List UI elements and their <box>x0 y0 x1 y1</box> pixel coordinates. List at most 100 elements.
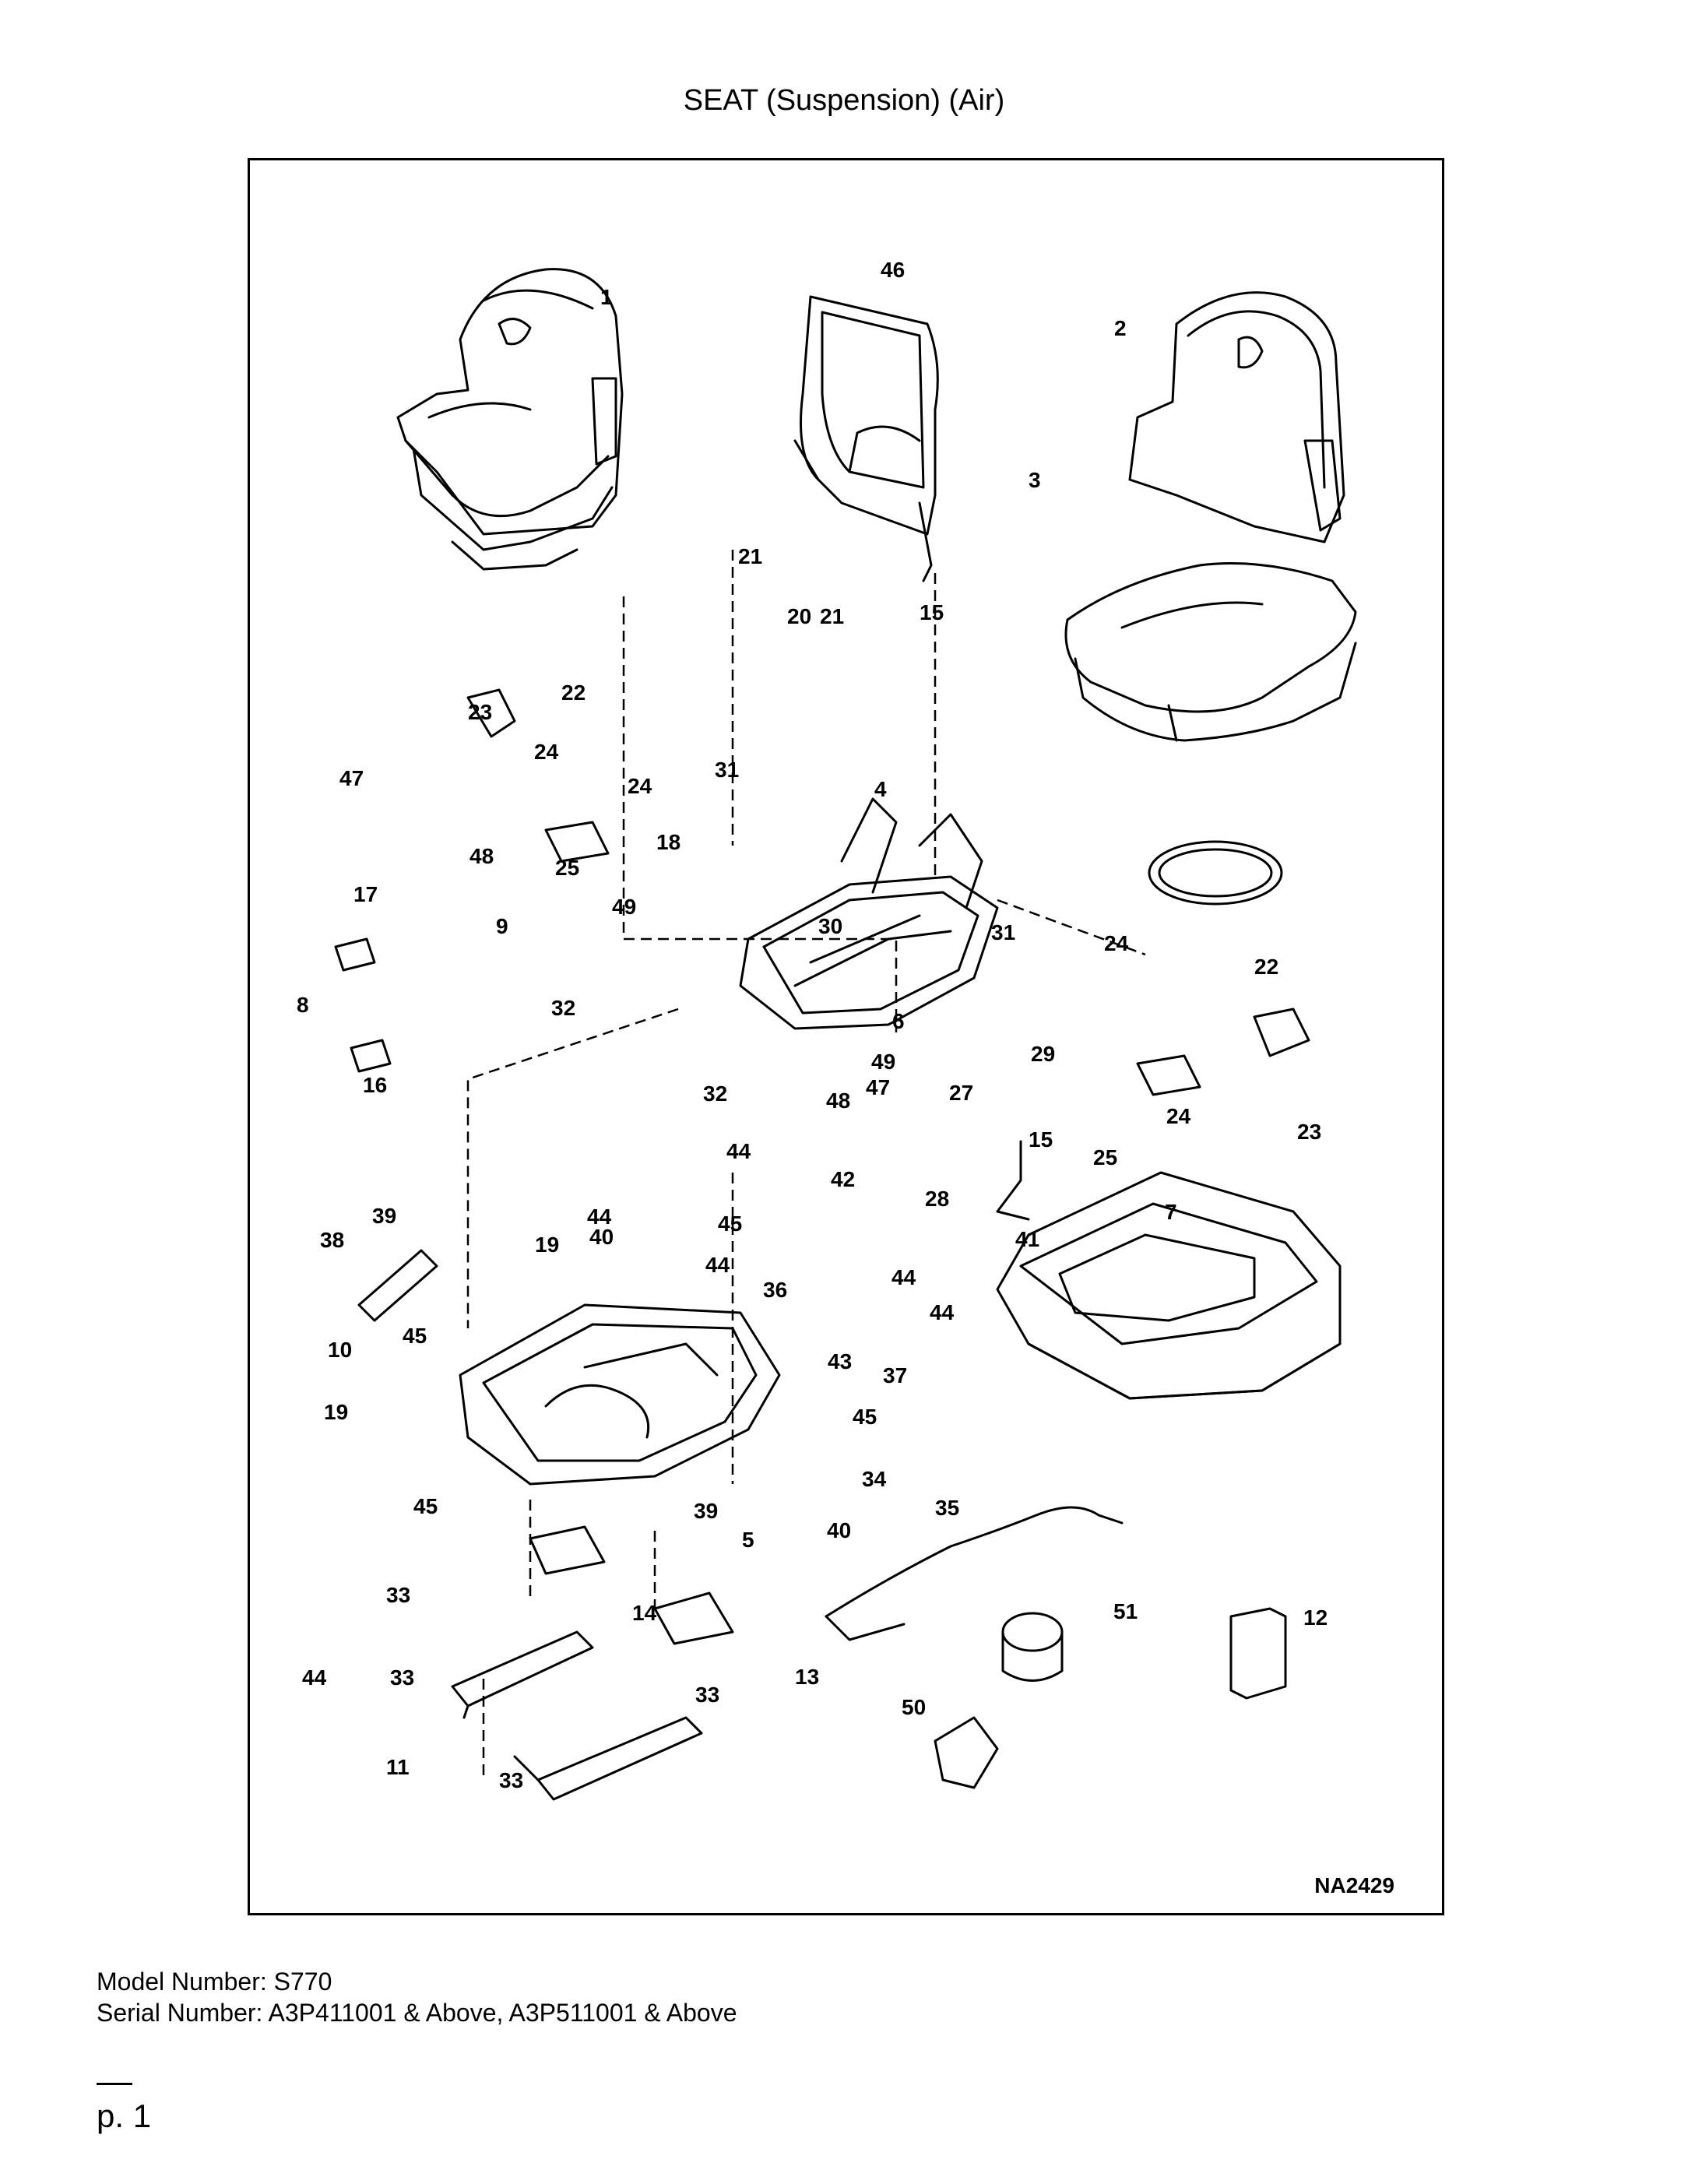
part-callout-33: 33 <box>695 1683 719 1707</box>
serial-number: Serial Number: A3P411001 & Above, A3P511… <box>97 1999 737 2027</box>
slide-rails-illustration <box>451 1630 703 1801</box>
mounting-plate-left <box>529 1525 606 1575</box>
part-callout-18: 18 <box>656 830 680 854</box>
part-callout-43: 43 <box>828 1349 852 1373</box>
part-callout-8: 8 <box>297 993 309 1017</box>
part-callout-20: 20 <box>787 604 811 628</box>
model-number: Model Number: S770 <box>97 1968 332 1996</box>
part-callout-10: 10 <box>328 1338 352 1362</box>
part-callout-22: 22 <box>561 681 586 705</box>
seat-cushion-illustration <box>1064 562 1357 742</box>
part-callout-45: 45 <box>413 1494 438 1518</box>
part-callout-25: 25 <box>555 856 579 880</box>
part-callout-44: 44 <box>587 1205 612 1229</box>
part-callout-51: 51 <box>1113 1599 1138 1623</box>
part-callout-23: 23 <box>468 700 492 724</box>
part-callout-27: 27 <box>949 1081 973 1105</box>
part-callout-45: 45 <box>718 1212 742 1236</box>
part-callout-17: 17 <box>353 882 378 906</box>
part-callout-15: 15 <box>1029 1127 1053 1152</box>
part-callout-40: 40 <box>589 1225 614 1249</box>
part-callout-48: 48 <box>826 1088 850 1113</box>
part-callout-44: 44 <box>726 1139 751 1163</box>
mounting-plate-right <box>653 1591 734 1645</box>
backrest-frame-illustration <box>793 295 939 582</box>
part-callout-24: 24 <box>534 740 559 764</box>
part-callout-42: 42 <box>831 1167 855 1191</box>
part-callout-34: 34 <box>862 1467 887 1491</box>
part-callout-33: 33 <box>386 1583 410 1607</box>
seat-belt-buckle-left <box>466 688 516 738</box>
part-callout-22: 22 <box>1254 955 1278 979</box>
part-callout-44: 44 <box>891 1265 916 1289</box>
part-callout-3: 3 <box>1029 468 1041 492</box>
part-callout-4: 4 <box>874 777 887 801</box>
part-callout-7: 7 <box>1165 1200 1177 1224</box>
part-callout-24: 24 <box>1166 1104 1191 1128</box>
seat-belt-buckle-right <box>1253 1008 1310 1057</box>
part-callout-33: 33 <box>499 1768 523 1792</box>
part-callout-23: 23 <box>1297 1120 1321 1144</box>
valve-illustration <box>934 1716 999 1789</box>
part-callout-35: 35 <box>935 1496 959 1520</box>
air-hose-illustration <box>1148 840 1283 906</box>
suspension-mechanism-illustration <box>459 1303 781 1486</box>
part-callout-45: 45 <box>853 1405 877 1429</box>
part-callout-28: 28 <box>925 1187 949 1211</box>
part-callout-19: 19 <box>535 1233 559 1257</box>
page-title: SEAT (Suspension) (Air) <box>683 84 1005 117</box>
air-compressor-illustration <box>1001 1612 1064 1682</box>
part-callout-11: 11 <box>386 1755 410 1779</box>
part-callout-32: 32 <box>703 1081 727 1106</box>
part-callout-15: 15 <box>920 600 944 624</box>
part-callout-24: 24 <box>1104 931 1129 955</box>
part-callout-21: 21 <box>738 544 762 568</box>
part-callout-47: 47 <box>866 1075 890 1099</box>
page-number-rule <box>97 2083 132 2085</box>
part-callout-9: 9 <box>496 914 508 938</box>
back-cushion-illustration <box>1128 291 1345 543</box>
complete-seat-illustration <box>396 268 624 571</box>
part-callout-31: 31 <box>715 758 739 782</box>
part-callout-48: 48 <box>469 844 494 868</box>
part-callout-1: 1 <box>600 285 613 309</box>
part-callout-44: 44 <box>302 1665 327 1690</box>
part-callout-38: 38 <box>320 1228 344 1252</box>
part-callout-50: 50 <box>902 1695 926 1719</box>
part-callout-41: 41 <box>1015 1227 1039 1251</box>
suspension-base-illustration <box>996 1171 1342 1400</box>
part-callout-25: 25 <box>1093 1145 1117 1169</box>
part-callout-31: 31 <box>991 920 1015 944</box>
operator-manual-illustration <box>1229 1607 1287 1700</box>
adjustment-handle-illustration <box>996 1140 1030 1221</box>
part-callout-21: 21 <box>820 604 844 628</box>
part-callout-46: 46 <box>881 258 905 282</box>
part-callout-5: 5 <box>742 1528 754 1552</box>
part-callout-49: 49 <box>871 1050 895 1074</box>
part-callout-13: 13 <box>795 1665 819 1689</box>
part-callout-49: 49 <box>612 895 636 919</box>
part-callout-6: 6 <box>892 1009 905 1033</box>
part-callout-37: 37 <box>883 1363 907 1387</box>
part-callout-47: 47 <box>339 766 364 790</box>
part-callout-12: 12 <box>1303 1605 1328 1630</box>
part-callout-30: 30 <box>818 914 842 938</box>
part-callout-2: 2 <box>1114 316 1127 340</box>
seat-frame-illustration <box>739 797 999 1030</box>
part-callout-19: 19 <box>324 1400 348 1424</box>
page-number: p. 1 <box>97 2098 152 2134</box>
wire-harness-illustration <box>825 1506 1124 1618</box>
part-callout-39: 39 <box>694 1499 718 1523</box>
part-callout-44: 44 <box>930 1300 955 1324</box>
part-callout-36: 36 <box>763 1278 787 1302</box>
part-callout-24: 24 <box>628 774 652 798</box>
figure-code: NA2429 <box>1314 1873 1394 1897</box>
part-callout-40: 40 <box>827 1518 851 1542</box>
part-callout-14: 14 <box>632 1601 657 1625</box>
part-callout-33: 33 <box>390 1665 414 1690</box>
part-callout-45: 45 <box>403 1324 427 1348</box>
part-callout-44: 44 <box>705 1253 730 1277</box>
part-callout-32: 32 <box>551 996 575 1020</box>
part-callout-29: 29 <box>1031 1042 1055 1066</box>
